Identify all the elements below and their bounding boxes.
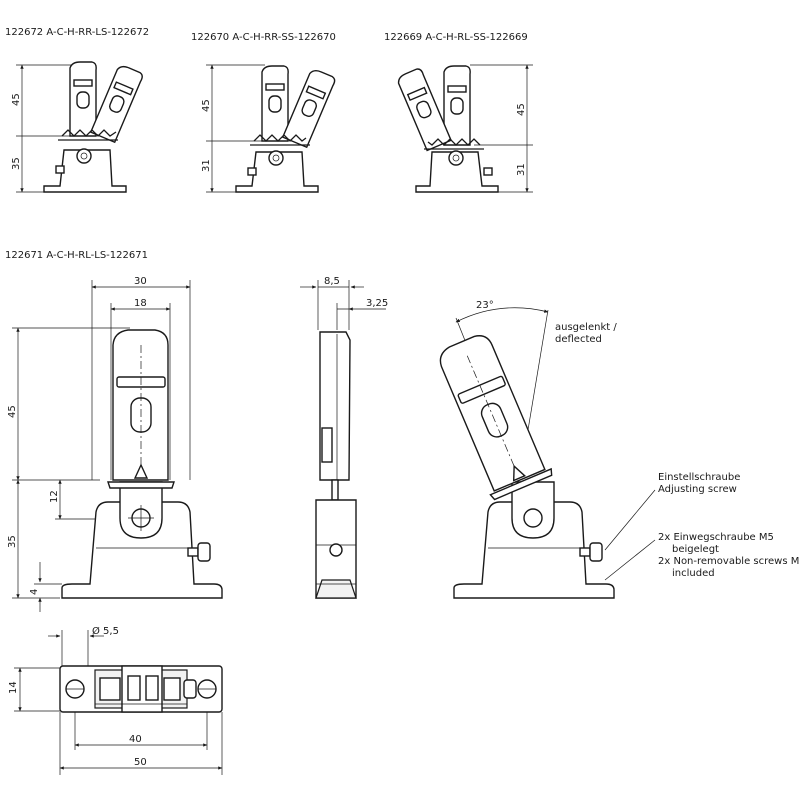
side-view: 8,5 3,25 bbox=[300, 276, 388, 599]
dim-lower-31: 31 bbox=[516, 163, 527, 176]
small-view-122670: 45 31 bbox=[201, 64, 336, 193]
dim-thickness-8-5: 8,5 bbox=[324, 276, 340, 287]
state-label-en: deflected bbox=[555, 334, 602, 345]
dim-height-14: 14 bbox=[8, 681, 19, 694]
variant-label-122669: 122669 A-C-H-RL-SS-122669 bbox=[384, 32, 528, 43]
state-label-de: ausgelenkt / bbox=[555, 322, 617, 333]
variant-label-122671: 122671 A-C-H-RL-LS-122671 bbox=[5, 250, 148, 261]
screws-note-line4: included bbox=[672, 568, 715, 579]
adjusting-screw-en: Adjusting screw bbox=[658, 484, 737, 495]
dim-lower-35: 35 bbox=[11, 157, 22, 170]
dim-hole-5-5: Ø 5,5 bbox=[92, 625, 119, 637]
dim-length-50: 50 bbox=[134, 757, 147, 768]
small-view-122672: 45 35 bbox=[11, 61, 143, 193]
screws-note-line2: beigelegt bbox=[672, 544, 719, 555]
dim-base-4: 4 bbox=[29, 589, 40, 595]
dim-upper-45: 45 bbox=[201, 99, 212, 112]
small-view-122669: 45 31 bbox=[397, 64, 533, 193]
screws-note-line3: 2x Non-removable screws M5 bbox=[658, 556, 800, 567]
variant-label-122672: 122672 A-C-H-RR-LS-122672 bbox=[5, 27, 149, 38]
screws-note-line1: 2x Einwegschraube M5 bbox=[658, 532, 774, 543]
dim-height-35: 35 bbox=[7, 535, 18, 548]
dim-upper-45: 45 bbox=[516, 103, 527, 116]
dim-width-30: 30 bbox=[134, 276, 147, 287]
adjusting-screw-de: Einstellschraube bbox=[658, 472, 740, 483]
top-view: Ø 5,5 14 40 50 bbox=[8, 625, 223, 775]
dim-upper-45: 45 bbox=[11, 93, 22, 106]
dim-height-45: 45 bbox=[7, 405, 18, 418]
dim-spacing-40: 40 bbox=[129, 734, 142, 745]
deflected-view: 23° ausgelenkt / deflected Einstellschra… bbox=[439, 300, 800, 599]
variant-label-122670: 122670 A-C-H-RR-SS-122670 bbox=[191, 32, 336, 43]
dim-lower-31: 31 bbox=[201, 159, 212, 172]
front-view: 30 18 45 35 12 4 bbox=[7, 276, 223, 612]
dim-pivot-12: 12 bbox=[49, 490, 60, 503]
dim-offset-3-25: 3,25 bbox=[366, 298, 388, 309]
angle-23: 23° bbox=[476, 300, 494, 311]
dim-width-18: 18 bbox=[134, 298, 147, 309]
